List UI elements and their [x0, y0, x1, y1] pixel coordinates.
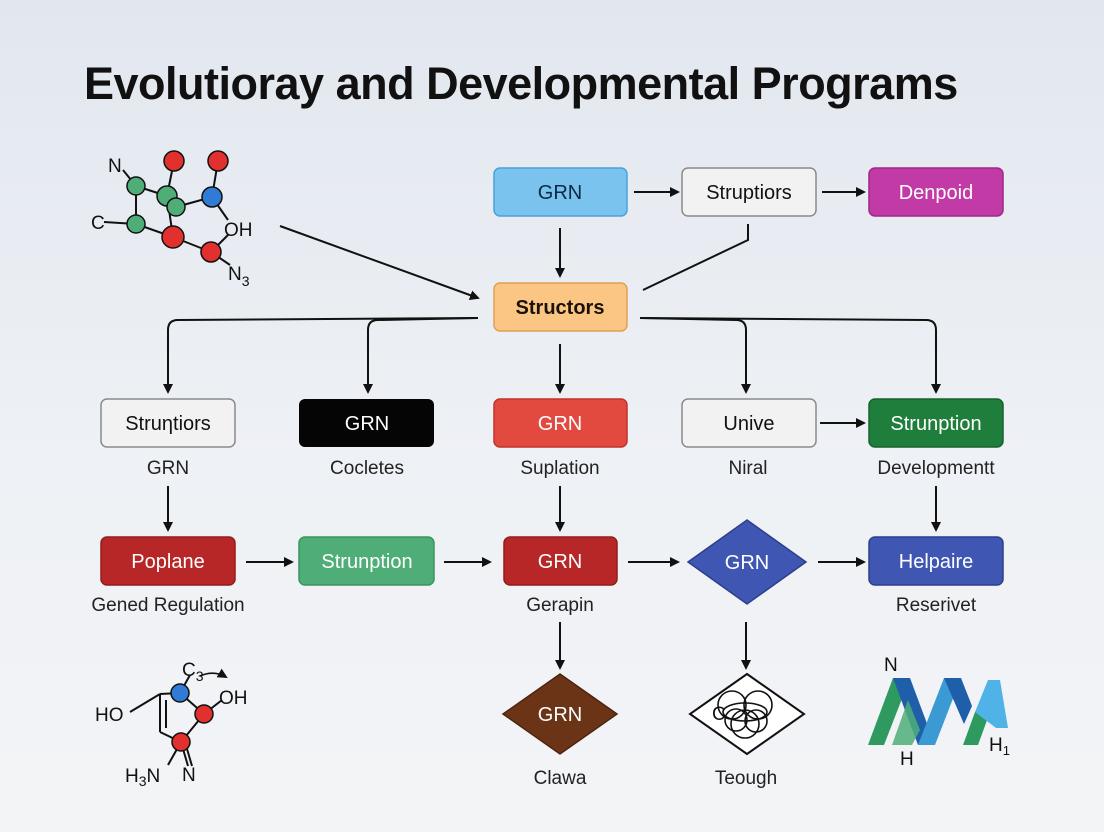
mol2-c3-base: C [182, 660, 196, 681]
node-grn-red[interactable]: GRN [493, 398, 628, 448]
node-grn-diamond-brown[interactable]: GRN [501, 673, 619, 755]
node-strunption-green-label: Strunption [890, 413, 981, 435]
mol2-n-label: N [147, 766, 161, 787]
node-grn-red-label: GRN [538, 413, 582, 435]
mol2-oh-label: OH [219, 688, 248, 709]
mol1-n3-label: N3 [228, 264, 250, 289]
knot-diamond-icon: C [688, 672, 806, 756]
branch-to-unive [639, 317, 751, 394]
node-grn-black-label: GRN [345, 413, 389, 435]
branch-to-strutiors [163, 317, 479, 394]
molecule-top-icon: N C OH N3 [91, 150, 253, 289]
node-struptiors-top[interactable]: Struptiors [681, 167, 817, 217]
helix-n-label: N [884, 655, 898, 676]
caption-under-strutiors: GRN [147, 458, 189, 479]
node-structors[interactable]: Structors [493, 282, 628, 332]
branch-to-strunption [639, 317, 941, 394]
helix-h1-label: H1 [989, 735, 1010, 758]
mol2-ho-label: HO [95, 705, 124, 726]
helix-h-label: H [900, 749, 914, 770]
mol2-c3-label: C3 [182, 660, 204, 684]
node-unive[interactable]: Unive [681, 398, 817, 448]
node-strunption-green[interactable]: Strunption [868, 398, 1004, 448]
caption-under-brown: Clawa [534, 768, 587, 789]
node-strunption-mid[interactable]: Strunption [298, 536, 435, 586]
node-helpaire-label: Helpaire [899, 551, 973, 573]
node-helpaire[interactable]: Helpaire [868, 536, 1004, 586]
helix-icon: N H H1 [868, 655, 1010, 770]
knot-c-label: C [712, 704, 726, 725]
caption-under-grn-red: Suplation [520, 458, 599, 479]
caption-under-grn-black: Cocletes [330, 458, 404, 479]
node-grn-diamond-blue-label: GRN [725, 552, 769, 574]
page-title: Evolutioray and Developmental Programs [84, 58, 958, 109]
mol1-oh-label: OH [224, 220, 253, 241]
node-denpoid-label: Denpoid [899, 182, 974, 204]
node-grn-darkred[interactable]: GRN [503, 536, 618, 586]
node-strutiors-mid-label: Struηtiors [125, 413, 211, 435]
node-grn-black[interactable]: GRN [299, 399, 434, 447]
node-grn-top-label: GRN [538, 182, 582, 204]
node-unive-label: Unive [723, 413, 774, 435]
arrow-molecule-to-structors [279, 225, 480, 300]
mol2-h-base: H [125, 766, 139, 787]
molecule-bottom-icon: C3 HO OH H3N N [95, 660, 248, 789]
node-grn-diamond-blue[interactable]: GRN [686, 519, 808, 605]
mol2-h3n-label: H3N [125, 766, 160, 789]
mol2-n2-label: N [182, 765, 196, 786]
caption-under-unive: Niral [728, 458, 767, 479]
mol1-n3-base: N [228, 264, 242, 285]
node-denpoid[interactable]: Denpoid [868, 167, 1004, 217]
node-strutiors-mid[interactable]: Struηtiors [100, 398, 236, 448]
mol1-n3-sub: 3 [242, 273, 250, 289]
node-grn-diamond-brown-label: GRN [538, 704, 582, 726]
node-poplane-label: Poplane [131, 551, 204, 573]
helix-h1-sub: 1 [1003, 743, 1010, 758]
mol2-h-sub: 3 [139, 773, 147, 789]
caption-under-knot: Teough [715, 768, 777, 789]
caption-under-strunption: Developmentt [877, 458, 995, 479]
node-grn-darkred-label: GRN [538, 551, 582, 573]
node-poplane[interactable]: Poplane [100, 536, 236, 586]
mol1-n-label: N [108, 156, 122, 177]
node-grn-top[interactable]: GRN [493, 167, 628, 217]
helix-h1-base: H [989, 735, 1003, 756]
branch-to-grn-black [363, 317, 479, 394]
mol2-c3-sub: 3 [196, 668, 204, 684]
caption-under-grn-darkred: Gerapin [526, 595, 594, 616]
connectors [163, 187, 941, 670]
line-struptiors-to-structors [642, 224, 749, 291]
node-structors-label: Structors [516, 297, 605, 319]
node-struptiors-top-label: Struptiors [706, 182, 792, 204]
mol1-c-label: C [91, 213, 105, 234]
node-strunption-mid-label: Strunption [321, 551, 412, 573]
caption-under-poplane: Gened Regulation [91, 595, 244, 616]
caption-under-helpaire: Reserivet [896, 595, 977, 616]
